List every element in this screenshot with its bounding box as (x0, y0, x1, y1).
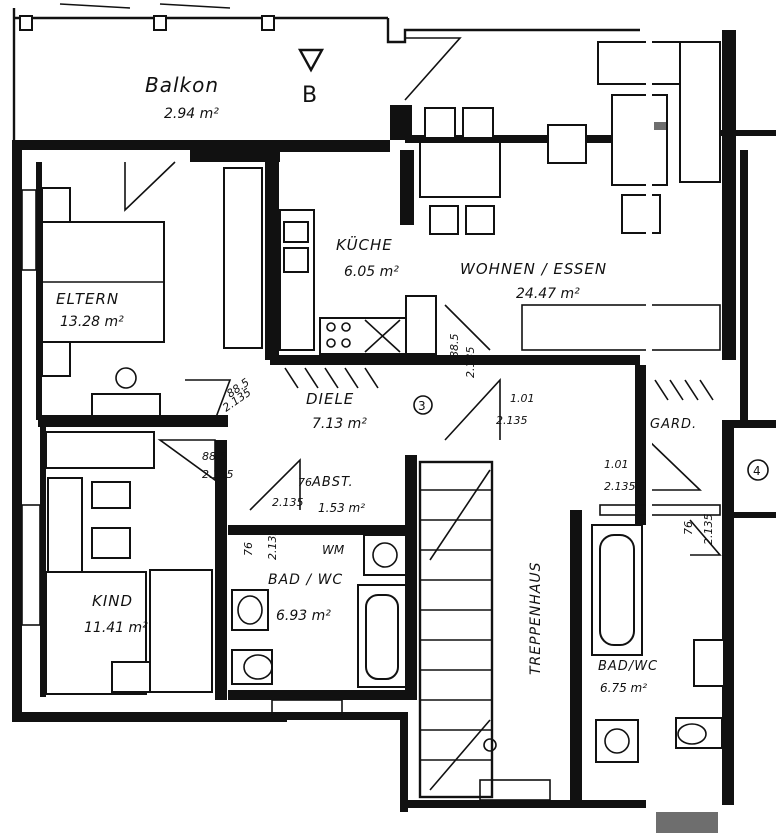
door-wohnen-dim-top: 1.01 (510, 392, 535, 405)
room-diele-label: DIELE (306, 390, 354, 408)
door-kueche-dim-top: 88.5 (448, 334, 461, 359)
door-abst-dim-bottom: 2.135 (272, 496, 304, 509)
room-bad2-area: 6.75 m² (600, 681, 647, 695)
room-treppenhaus-label: TREPPENHAUS (528, 561, 544, 675)
room-gard-label: GARD. (650, 417, 697, 432)
door-bad-dim-b: 2.135 (266, 529, 279, 561)
door-gard-dim-top: 1.01 (604, 458, 629, 471)
room-wohnen-area: 24.47 m² (516, 286, 580, 302)
furniture (41, 41, 725, 763)
room-diele-number: 3 (418, 399, 426, 413)
walls (12, 8, 776, 812)
scan-dot (654, 122, 666, 130)
room-abst-area: 1.53 m² (318, 501, 365, 515)
room-eltern-area: 13.28 m² (60, 314, 124, 330)
balcony-label: Balkon (145, 73, 219, 97)
room-diele-number-circle (413, 395, 433, 415)
room-bad-wm: WM (322, 543, 345, 557)
door-dimensions: 88.5 2.135 88.5 2.135 88.5 2.135 76 2.13… (202, 334, 715, 561)
door-kind-dim-top: 88.5 (202, 450, 227, 463)
door-kind-dim-bottom: 2.135 (202, 468, 234, 481)
neighbor-number-circle (747, 459, 769, 481)
balcony-area: 2.94 m² (164, 106, 219, 122)
scan-lines (59, 3, 231, 9)
room-abst-label: ABST. (311, 475, 354, 490)
staircase (418, 460, 497, 799)
door-swings (124, 37, 722, 556)
room-wohnen-label: WOHNEN / ESSEN (460, 260, 607, 278)
windows (21, 189, 721, 801)
scan-patch (656, 812, 718, 833)
room-bad-area: 6.93 m² (276, 608, 331, 624)
room-bad2-label: BAD/WC (598, 659, 658, 674)
room-bad-label: BAD / WC (268, 572, 343, 588)
room-kueche-area: 6.05 m² (344, 264, 399, 280)
room-eltern-label: ELTERN (56, 290, 119, 308)
scan-gap (646, 0, 652, 833)
door-bad2-dim-b: 2.135 (702, 514, 715, 546)
door-gard-dim-bottom: 2.135 (604, 480, 636, 493)
room-diele-area: 7.13 m² (312, 416, 367, 432)
neighbor-number: 4 (753, 464, 761, 478)
section-marker-triangle (297, 48, 325, 73)
door-abst-dim-top: 76 (298, 476, 312, 489)
door-bad-dim-a: 76 (242, 542, 255, 556)
section-marker-label: B (302, 83, 317, 108)
room-kueche-label: KÜCHE (336, 235, 393, 254)
door-wohnen-dim-bottom: 2.135 (496, 414, 528, 427)
labels: Balkon 2.94 m² B ELTERN 13.28 m² KÜCHE 6… (56, 73, 769, 695)
door-kueche-dim-bottom: 2.135 (464, 347, 477, 379)
room-kind-area: 11.41 m² (84, 620, 148, 636)
room-kind-label: KIND (92, 592, 133, 610)
door-bad2-dim-a: 76 (682, 521, 695, 535)
